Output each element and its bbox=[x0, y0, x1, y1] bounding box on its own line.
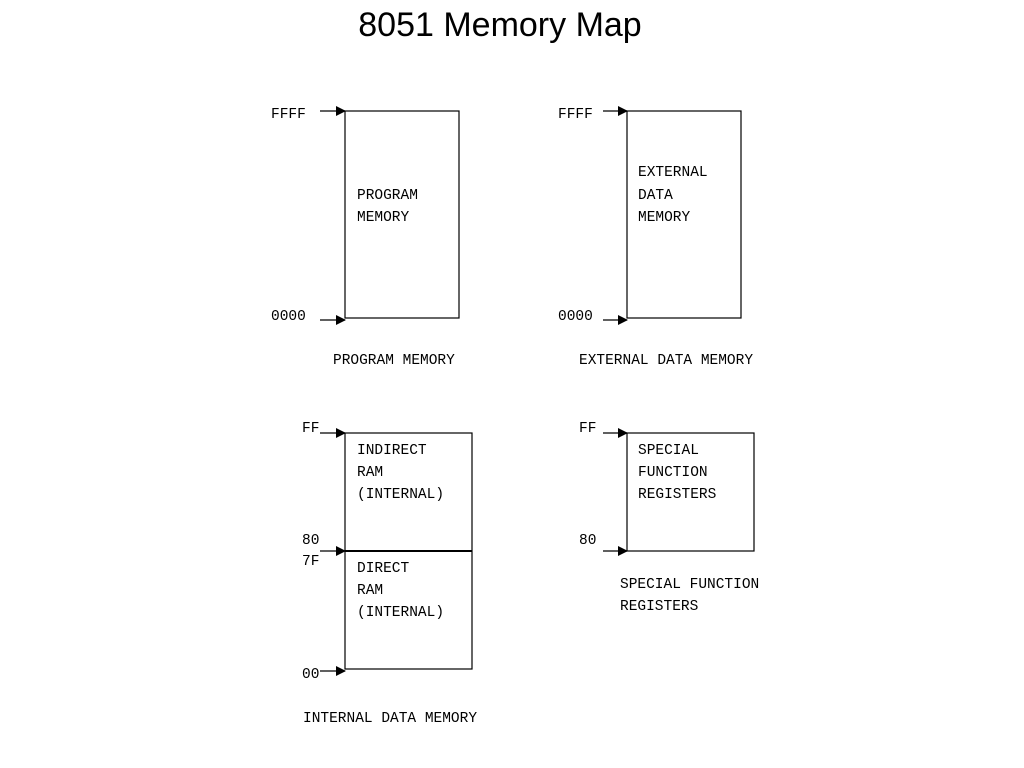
external-block-line-3: MEMORY bbox=[638, 210, 691, 226]
program-caption: PROGRAM MEMORY bbox=[333, 353, 455, 369]
internal-caption: INTERNAL DATA MEMORY bbox=[303, 711, 478, 727]
slide-title: 8051 Memory Map bbox=[358, 6, 642, 44]
internal-mid-address-lower: 7F bbox=[302, 554, 320, 570]
internal-mid-address-upper: 80 bbox=[302, 533, 320, 549]
sfr-bottom-address: 80 bbox=[579, 533, 597, 549]
sfr-caption-line-2: REGISTERS bbox=[620, 599, 699, 615]
sfr-block bbox=[626, 432, 755, 552]
external-data-memory-block bbox=[626, 110, 742, 319]
external-bottom-address: 0000 bbox=[558, 309, 593, 325]
indirect-ram-line-3: (INTERNAL) bbox=[357, 487, 445, 503]
external-top-address: FFFF bbox=[558, 107, 593, 123]
internal-top-address: FF bbox=[302, 421, 320, 437]
external-block-line-1: EXTERNAL bbox=[638, 165, 708, 181]
external-caption: EXTERNAL DATA MEMORY bbox=[579, 353, 754, 369]
sfr-block-line-2: FUNCTION bbox=[638, 465, 708, 481]
direct-ram-line-3: (INTERNAL) bbox=[357, 605, 445, 621]
sfr-block-line-3: REGISTERS bbox=[638, 487, 717, 503]
program-top-address: FFFF bbox=[271, 107, 306, 123]
direct-ram-line-1: DIRECT bbox=[357, 561, 410, 577]
program-block-line-2: MEMORY bbox=[357, 210, 410, 226]
direct-ram-line-2: RAM bbox=[357, 583, 384, 599]
external-block-line-2: DATA bbox=[638, 188, 673, 204]
sfr-top-address: FF bbox=[579, 421, 597, 437]
internal-bottom-address: 00 bbox=[302, 667, 320, 683]
program-bottom-address: 0000 bbox=[271, 309, 306, 325]
indirect-ram-line-1: INDIRECT bbox=[357, 443, 427, 459]
program-memory-block bbox=[344, 110, 460, 319]
sfr-caption-line-1: SPECIAL FUNCTION bbox=[620, 577, 760, 593]
indirect-ram-line-2: RAM bbox=[357, 465, 384, 481]
sfr-block-line-1: SPECIAL bbox=[638, 443, 699, 459]
program-block-line-1: PROGRAM bbox=[357, 188, 418, 204]
